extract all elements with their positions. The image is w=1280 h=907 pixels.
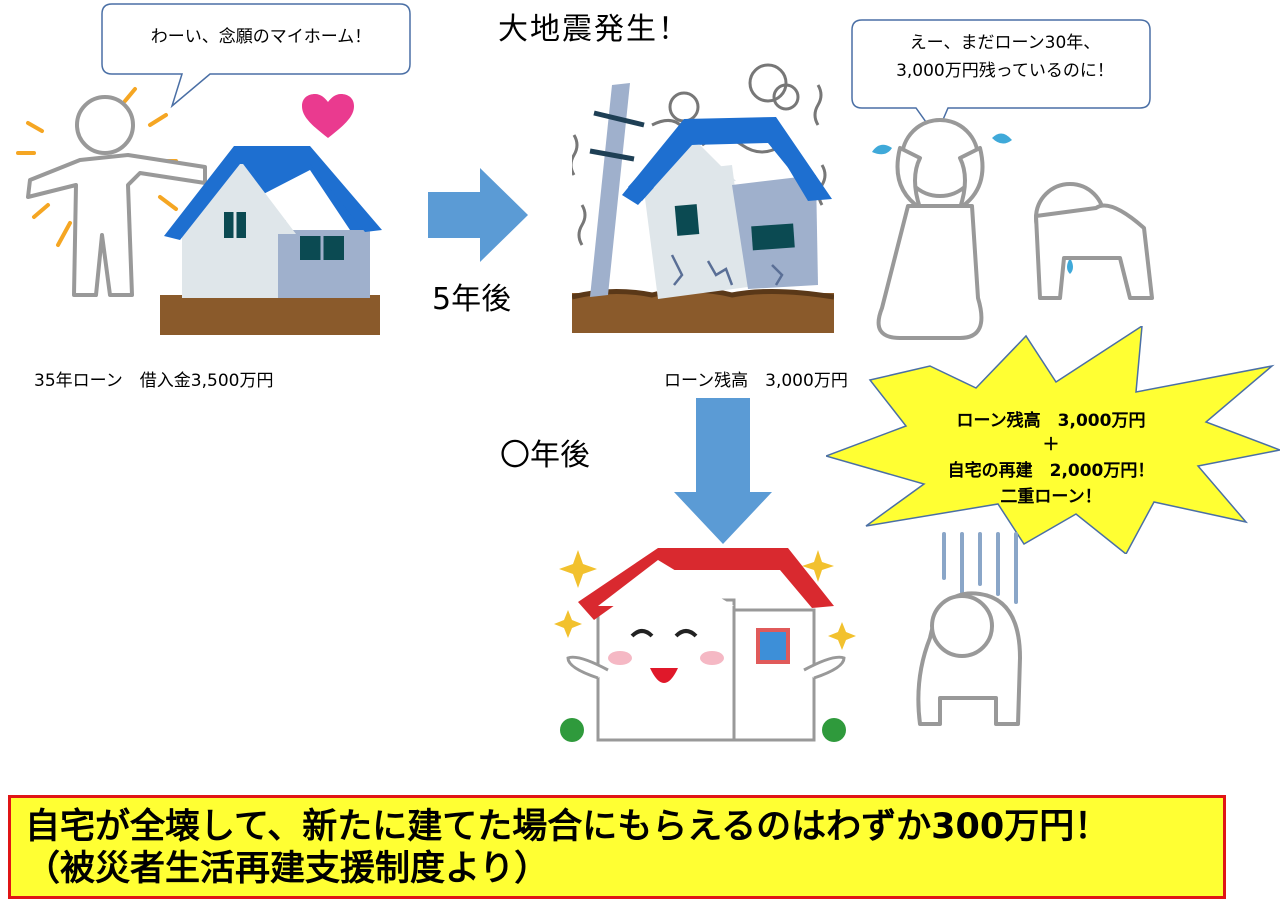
five-years-label: 5年後 — [432, 282, 512, 317]
speech-happy-text: わーい、念願のマイホーム！ — [150, 27, 372, 47]
loan-remaining-label: ローン残高 3,000万円 — [664, 371, 848, 391]
damaged-house-illustration — [572, 63, 834, 333]
double-loan-burst — [826, 326, 1280, 554]
earthquake-title: 大地震発生！ — [498, 12, 690, 47]
heart-icon — [302, 94, 354, 138]
banner-line1: 自宅が全壊して、新たに建てた場合にもらえるのはわずか300万円！ — [25, 807, 1110, 847]
conclusion-banner: 自宅が全壊して、新たに建てた場合にもらえるのはわずか300万円！ （被災者生活再… — [8, 795, 1226, 899]
new-house-illustration — [160, 146, 382, 335]
burst-line4: 二重ローン！ — [1000, 487, 1102, 507]
speech-bubble-happy — [101, 3, 411, 109]
gloomy-person-illustration — [916, 532, 1022, 726]
burst-line2: ＋ — [1042, 435, 1060, 455]
rebuilt-house-illustration — [554, 548, 856, 742]
burst-line3: 自宅の再建 2,000万円！ — [947, 461, 1155, 481]
speech-shock-line1: えー、まだローン30年、 — [909, 33, 1101, 53]
distressed-people-illustration — [872, 118, 1154, 340]
arrow-down-icon — [674, 398, 772, 544]
n-years-label: 〇年後 — [500, 438, 590, 473]
loan-start-label: 35年ローン 借入金3,500万円 — [34, 371, 274, 391]
banner-line2: （被災者生活再建支援制度より） — [25, 849, 550, 889]
arrow-right-icon — [428, 168, 528, 262]
happy-person-illustration — [16, 87, 207, 297]
speech-shock-line2: 3,000万円残っているのに！ — [896, 61, 1114, 81]
burst-line1: ローン残高 3,000万円 — [956, 411, 1146, 431]
